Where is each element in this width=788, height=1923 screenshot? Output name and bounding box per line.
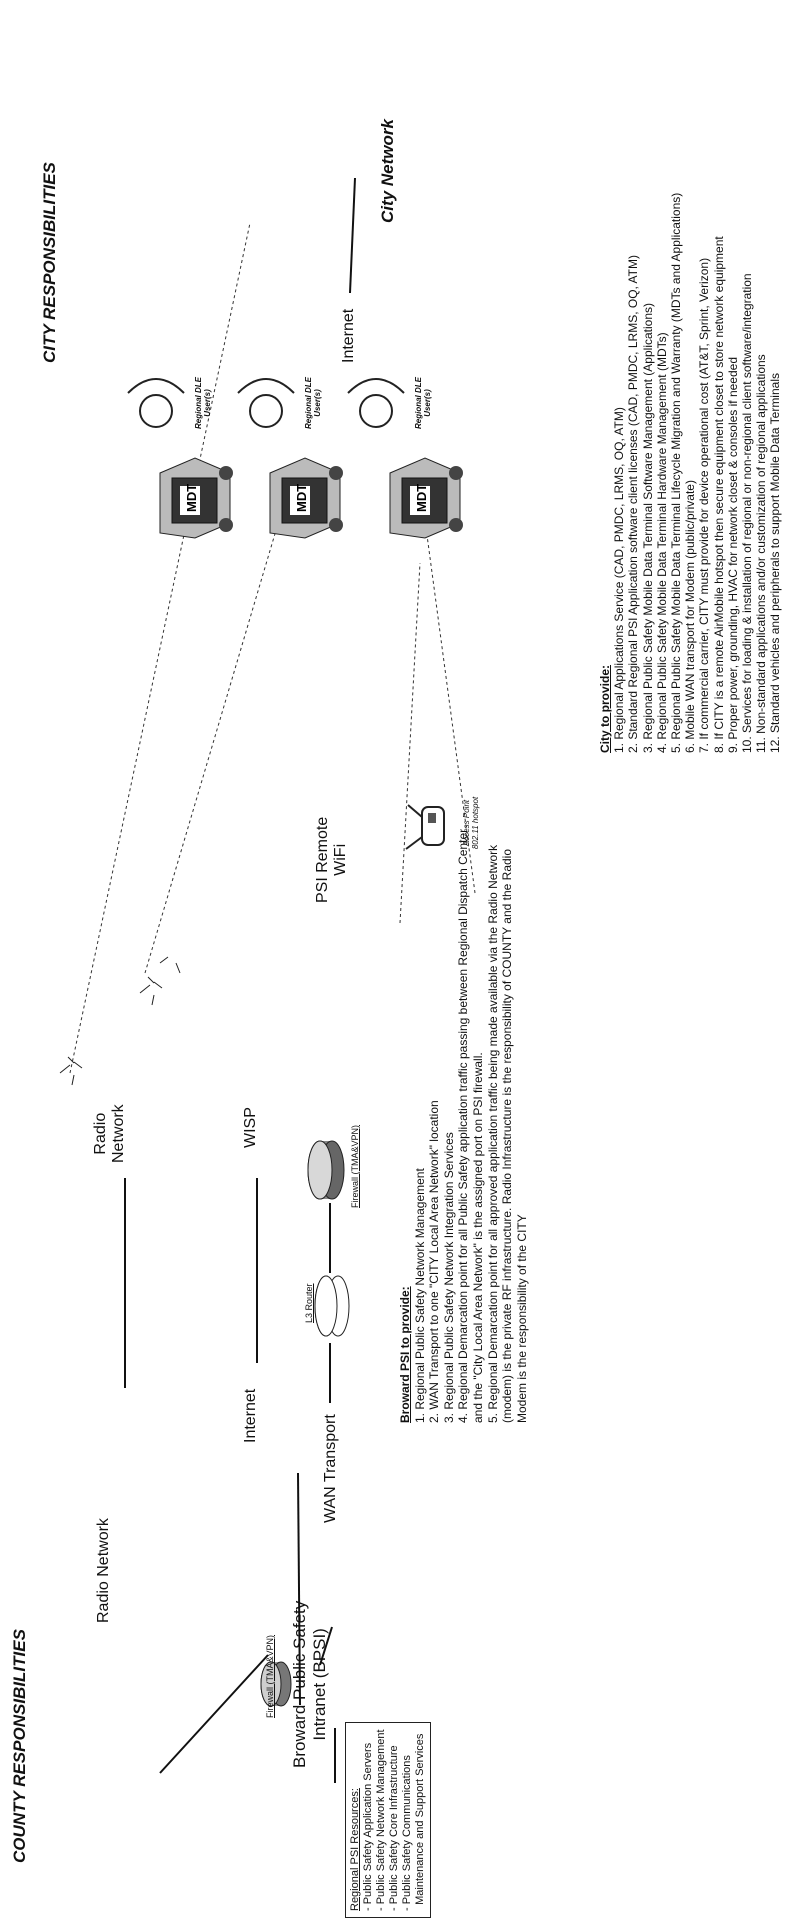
radio-burst-1 [59,1056,83,1086]
svg-text:MDT: MDT [184,484,199,512]
mdt-device-icon-3: MDT [389,457,463,539]
broward-item: 5. Regional Demarcation point for all ap… [485,844,500,1423]
radio-burst-2 [139,976,163,1006]
city-item: 7. If commercial carrier, CITY must prov… [697,257,712,753]
radio-link-3 [399,562,421,924]
broward-item: 3. Regional Public Safety Network Integr… [441,1132,456,1423]
city-item: 6. Mobile WAN transport for Modem (publi… [683,480,698,753]
line-bpsi-internet [297,1472,301,1706]
city-provide-list: City to provide: 1. Regional Application… [598,193,783,753]
access-point-icon [405,804,445,850]
city-item: 3. Regional Public Safety Mobile Data Te… [640,302,655,753]
broward-item: 4. Regional Demarcation point for all Pu… [456,828,471,1423]
mdt-device-icon-1: MDT [159,457,233,539]
radio-link-1 [69,222,251,1074]
l3-router-label: L3 Router [304,1283,314,1323]
broward-item: 1. Regional Public Safety Network Manage… [412,1168,427,1423]
user-label-2: Regional DLE User(s) [304,377,322,430]
broward-header: Broward PSI to provide: [398,1286,412,1423]
county-title: COUNTY RESPONSIBILITIES [10,1629,29,1863]
city-network-label: City Network [378,119,397,223]
regional-resources-box: Regional PSI Resources: - Public Safety … [345,1722,431,1918]
city-item: 8. If CITY is a remote AirMobile hotspot… [711,236,726,753]
resources-header: Regional PSI Resources: [349,1788,361,1911]
resources-item: - Public Safety Core Infrastructure [388,1745,400,1911]
city-header: City to provide: [598,664,612,753]
city-item: 9. Proper power, grounding, HVAC for net… [725,357,740,753]
resources-item: - Public Safety Application Servers [362,1742,374,1911]
wan-transport-label: WAN Transport [322,1414,339,1523]
wisp-label: WISP [242,1107,259,1148]
city-item: 11. Non-standard applications and/or cus… [754,354,769,753]
city-item: 1. Regional Applications Service (CAD, P… [612,407,627,753]
city-title: CITY RESPONSIBILITIES [40,162,59,363]
broward-item: Modem is the responsibility of the CITY [514,1214,529,1423]
city-item: 4. Regional Public Safety Mobile Data Te… [654,332,669,753]
line-internet-city [349,177,356,294]
city-item: 5. Regional Public Safety Mobile Data Te… [669,192,684,753]
broward-item: and the "City Local Area Network" is the… [470,1052,485,1423]
radio-network-label-left: Radio Network [95,1518,112,1623]
bpsi-label: Broward Public Safety Intranet (BPSI) [290,1600,329,1768]
resources-item: - Public Safety Communications [401,1755,413,1911]
user-label-1: Regional DLE User(s) [194,377,212,430]
user-icon-1 [127,378,185,428]
radio-link-4 [419,482,476,894]
city-item: 12. Standard vehicles and peripherals to… [768,373,783,753]
resources-item: Maintenance and Support Services [414,1733,426,1911]
mdt-device-icon-2: MDT [269,457,343,539]
line-bpsi-wan [319,1626,333,1666]
radio-burst-3 [159,956,181,974]
radio-burst-icons [59,956,181,1086]
city-item: 10. Services for loading & installation … [740,273,755,753]
internet-label-right: Internet [340,308,357,363]
user-icon-3 [347,378,405,428]
svg-text:MDT: MDT [294,484,309,512]
user-label-3: Regional DLE User(s) [414,377,432,430]
resources-item: - Public Safety Network Management [375,1729,387,1911]
city-item: 2. Standard Regional PSI Application sof… [626,255,641,753]
internet-label-left: Internet [242,1388,259,1443]
broward-psi-list: Broward PSI to provide: 1. Regional Publ… [398,829,529,1423]
firewall-left-label: Firewall (TMA&VPN) [265,1634,275,1718]
psi-remote-wifi-label: PSI Remote WiFi [314,816,349,903]
svg-text:MDT: MDT [414,484,429,512]
l3-router-icon [314,1275,350,1337]
line-bpsi-radio [159,1654,269,1774]
radio-link-2 [144,482,291,974]
broward-item: 2. WAN Transport to one "CITY Local Area… [427,1100,442,1423]
bpsi-firewall-icon [260,1661,292,1707]
firewall-mid-icon [307,1140,345,1200]
radio-network-label-mid: Radio Network [92,1104,127,1163]
user-icon-2 [237,378,295,428]
broward-item: (modem) is the private RF infrastructure… [500,848,515,1423]
firewall-mid-label: Firewall (TMA&VPN) [350,1124,360,1208]
